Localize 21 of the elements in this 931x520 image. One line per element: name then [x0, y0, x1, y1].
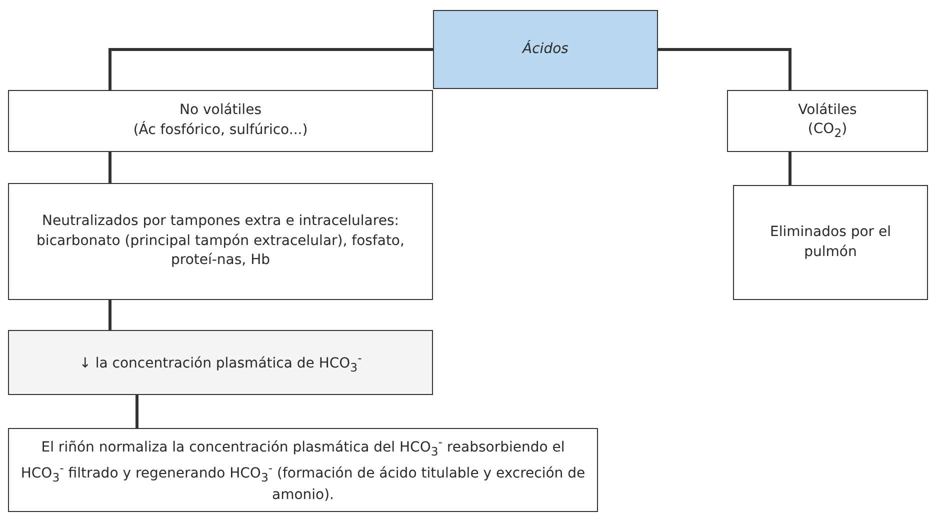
process-box [733, 185, 928, 300]
box-text: Eliminados por el pulmón [769, 222, 892, 262]
process-box [8, 428, 598, 512]
formula-text: (CO$_{2}$) [808, 120, 848, 142]
heading: Ácidos [522, 40, 568, 59]
process-box [727, 90, 928, 152]
process-box [8, 90, 433, 152]
root-box [433, 10, 658, 89]
connector-line [108, 300, 112, 330]
connector-line [108, 48, 433, 90]
connector-line [108, 152, 112, 183]
examples-text: (Ác fosfórico, sulfúrico...) [133, 121, 308, 140]
process-box [8, 183, 433, 300]
connector-line [658, 48, 792, 90]
box-text: Neutralizados por tampones extra e intracelulares: bicarbonato (principal tampón extracelular), fosfato, proteí-nas, Hb [36, 212, 406, 270]
connector-line [136, 395, 138, 428]
connector-line [788, 152, 792, 185]
box-text: El riñón normaliza la concentración plasmática del HCO$_{3}$$^{-}$ reabsorbiendo el HCO$_{3}$$^{-}$ filtrado y regenerando HCO$_{3}$$^{-}$ (formación de ácido titulable y excreción de amonio). [20, 434, 586, 505]
category-heading: Volátiles [798, 100, 857, 120]
process-box [8, 330, 433, 395]
category-heading: No volátiles [180, 101, 262, 120]
